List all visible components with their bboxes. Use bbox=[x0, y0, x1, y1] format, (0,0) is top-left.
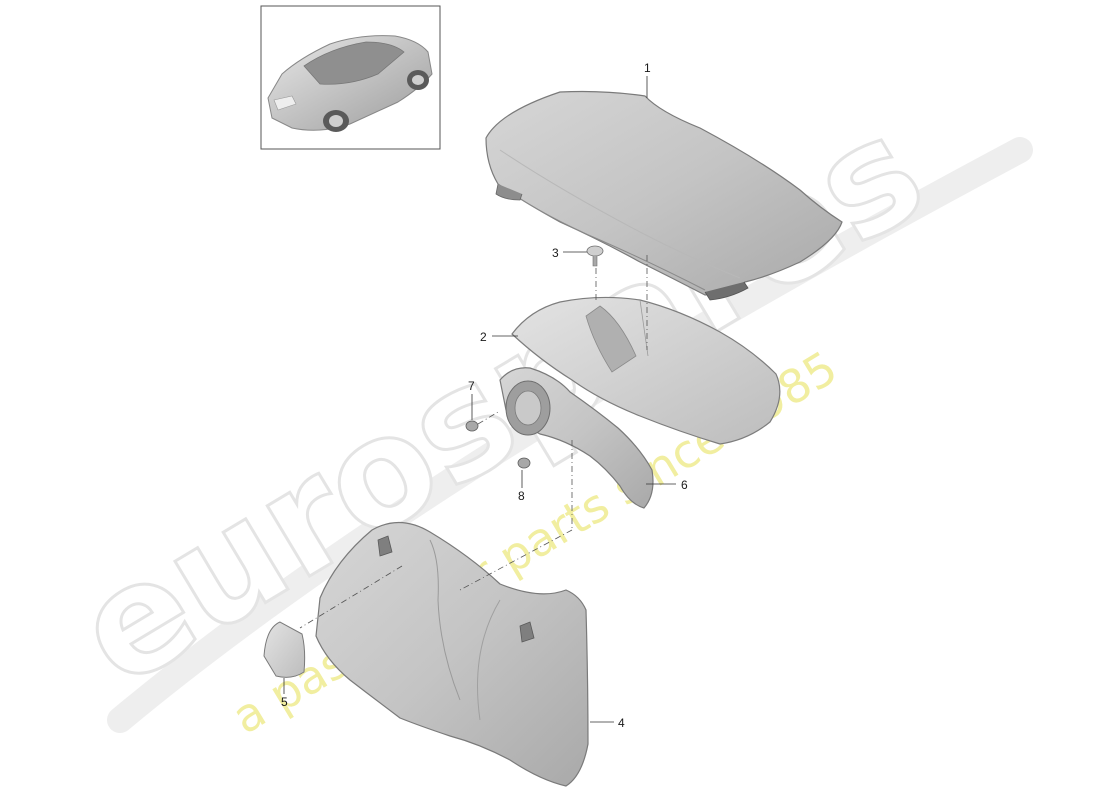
assembly-lines bbox=[299, 255, 648, 629]
callout-2: 2 bbox=[480, 330, 487, 344]
callout-4: 4 bbox=[618, 716, 625, 730]
part-7-nut bbox=[465, 420, 479, 432]
callout-7: 7 bbox=[468, 379, 475, 393]
callout-labels: 1 2 3 4 5 6 7 8 bbox=[281, 61, 688, 730]
vehicle-thumbnail bbox=[260, 5, 441, 150]
callout-5: 5 bbox=[281, 695, 288, 709]
callout-8: 8 bbox=[518, 489, 525, 503]
part-1-panel bbox=[485, 90, 843, 301]
callout-6: 6 bbox=[681, 478, 688, 492]
part-6-lining bbox=[499, 367, 654, 509]
part-3-clip bbox=[586, 245, 604, 257]
callout-1: 1 bbox=[644, 61, 651, 75]
car-icon bbox=[267, 35, 433, 132]
callout-3: 3 bbox=[552, 246, 559, 260]
part-2-tray bbox=[511, 296, 781, 445]
part-8-nut bbox=[517, 457, 531, 469]
fasteners bbox=[465, 245, 604, 469]
watermark-swoosh bbox=[107, 137, 1033, 733]
part-5-cap bbox=[263, 621, 306, 678]
part-4-trim bbox=[315, 521, 589, 787]
leader-lines bbox=[283, 76, 676, 723]
